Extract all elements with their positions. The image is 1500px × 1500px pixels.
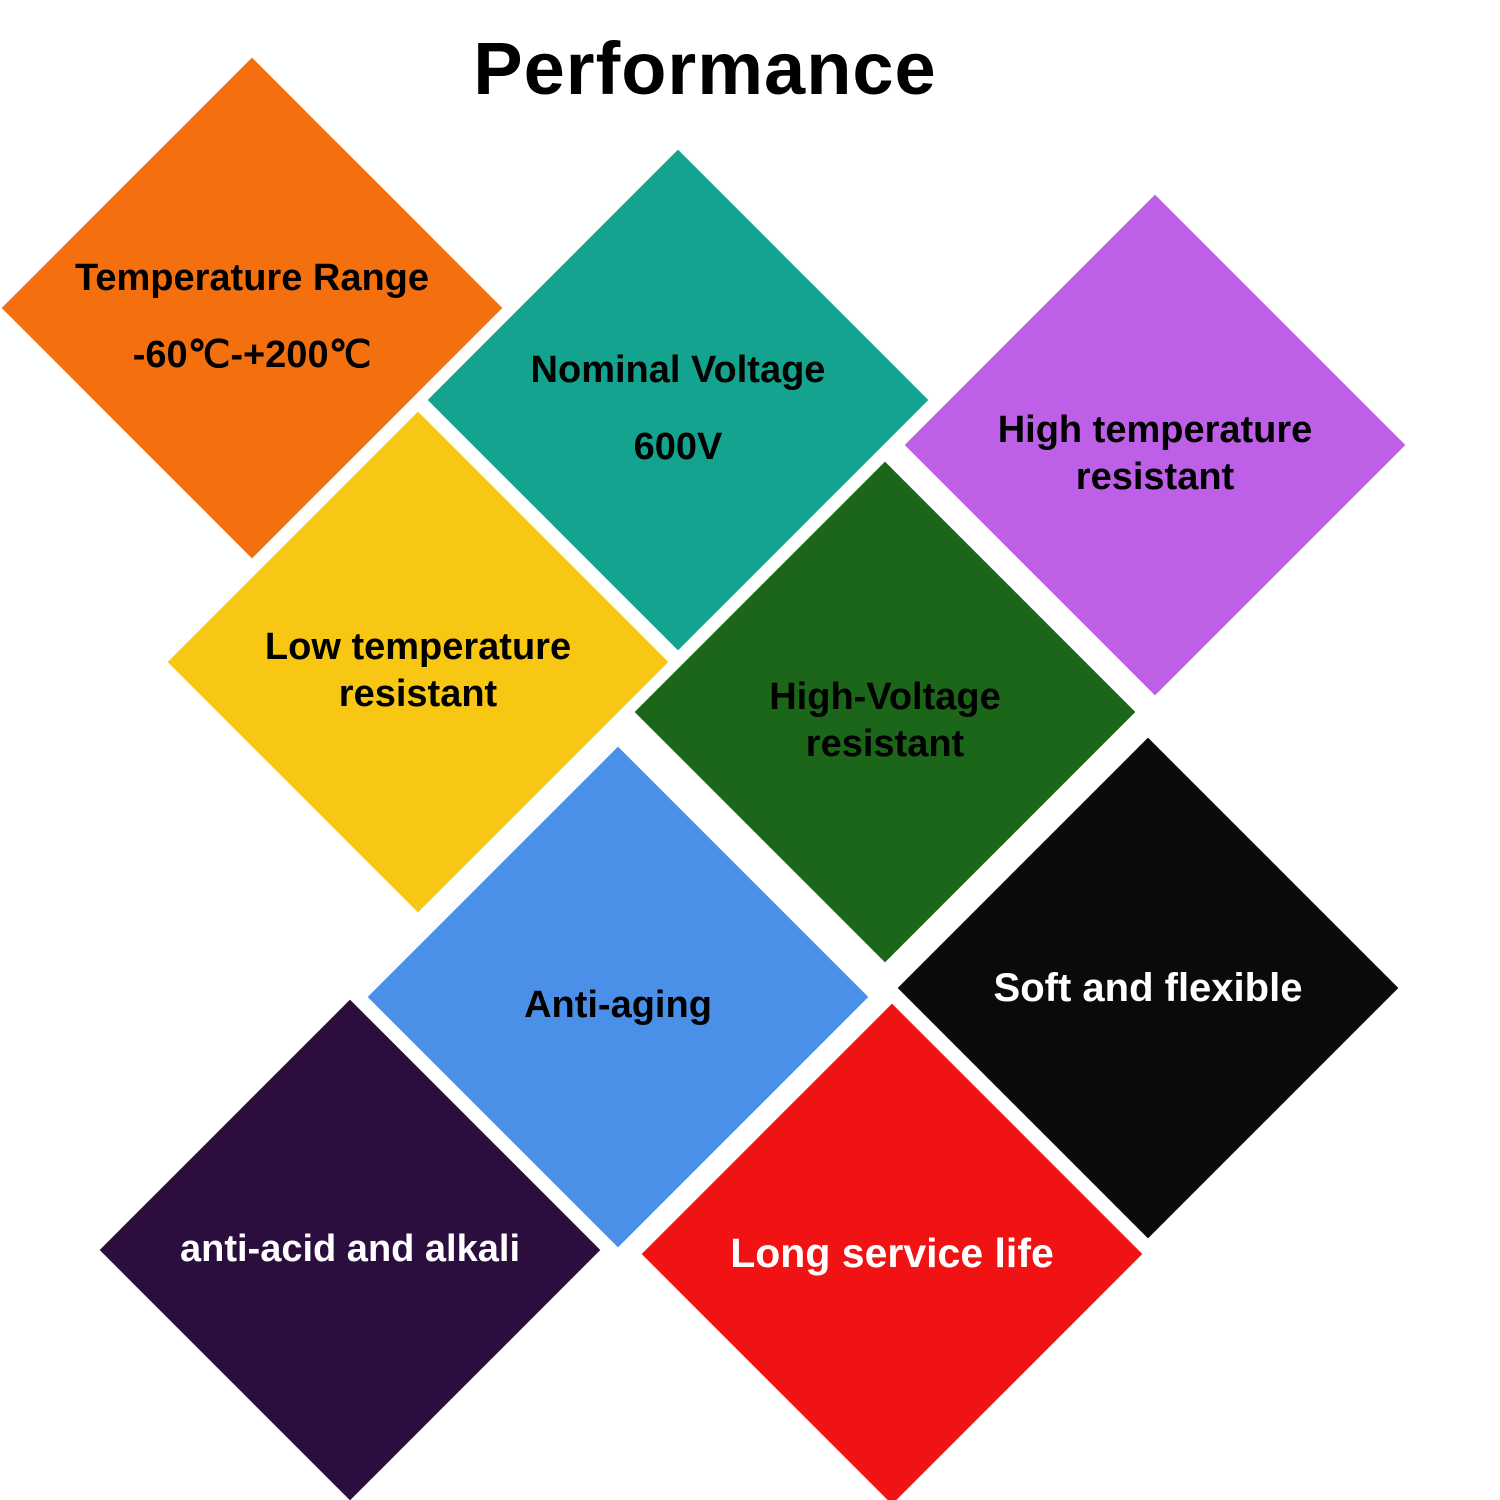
feature-diamond-low-temperature-resistant: Low temperature resistant bbox=[167, 411, 669, 913]
feature-label-line1: Long service life bbox=[730, 1230, 1054, 1277]
feature-diamond-anti-acid-and-alkali: anti-acid and alkali bbox=[99, 999, 601, 1500]
feature-label: Temperature Range -60℃-+200℃ bbox=[2, 58, 502, 558]
feature-diamond-anti-aging: Anti-aging bbox=[367, 746, 869, 1248]
feature-label: Soft and flexible bbox=[898, 738, 1398, 1238]
feature-label-line2: resistant bbox=[1075, 456, 1235, 498]
feature-label-line2: resistant bbox=[805, 723, 965, 765]
feature-label-line1: Nominal Voltage bbox=[530, 348, 826, 391]
feature-label: Nominal Voltage 600V bbox=[428, 150, 928, 650]
feature-label-line1: Soft and flexible bbox=[993, 966, 1303, 1010]
feature-label-line1: High temperature bbox=[997, 408, 1313, 451]
feature-diamond-nominal-voltage: Nominal Voltage 600V bbox=[427, 149, 929, 651]
feature-label: Anti-aging bbox=[368, 747, 868, 1247]
feature-label: Long service life bbox=[642, 1004, 1142, 1500]
feature-label: Low temperature resistant bbox=[168, 412, 668, 912]
feature-diamond-temperature-range: Temperature Range -60℃-+200℃ bbox=[1, 57, 503, 559]
feature-diamond-high-temperature-resistant: High temperature resistant bbox=[904, 194, 1406, 696]
feature-label-line1: High-Voltage bbox=[769, 675, 1001, 718]
feature-diamond-high-voltage-resistant: High-Voltage resistant bbox=[634, 461, 1136, 963]
feature-diamond-long-service-life: Long service life bbox=[641, 1003, 1143, 1500]
feature-label: High-Voltage resistant bbox=[635, 462, 1135, 962]
feature-label: anti-acid and alkali bbox=[100, 1000, 600, 1500]
feature-label-line1: Low temperature bbox=[264, 625, 572, 668]
feature-label-line1: Temperature Range bbox=[74, 256, 430, 299]
feature-label: High temperature resistant bbox=[905, 195, 1405, 695]
feature-label-line1: anti-acid and alkali bbox=[180, 1228, 520, 1271]
feature-label-line2: resistant bbox=[338, 673, 498, 715]
feature-label-line2: -60℃-+200℃ bbox=[132, 334, 372, 376]
feature-diamond-soft-and-flexible: Soft and flexible bbox=[897, 737, 1399, 1239]
page-title: Performance bbox=[473, 27, 937, 110]
feature-label-line2: 600V bbox=[633, 426, 723, 468]
feature-label-line1: Anti-aging bbox=[524, 984, 712, 1027]
